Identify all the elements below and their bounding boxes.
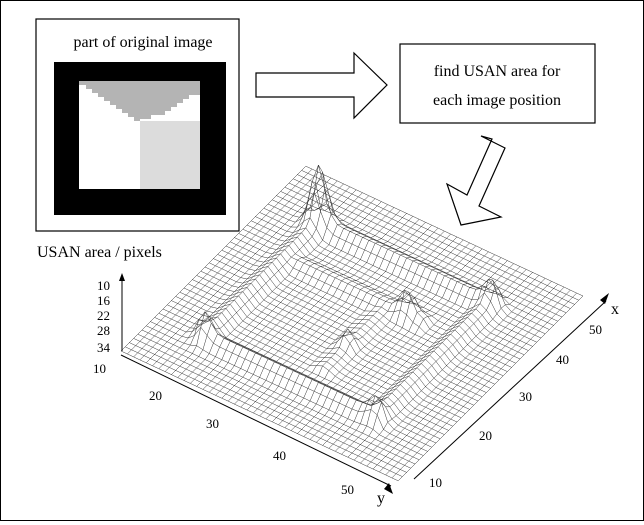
z-tick-label: 10 (97, 278, 110, 293)
surface-wireframe (120, 164, 584, 482)
y-tick-label: 20 (149, 388, 162, 403)
arrow-right-icon (255, 51, 388, 120)
z-tick-label: 34 (97, 340, 111, 355)
x-axis-label: x (611, 301, 619, 318)
x-tick-label: 30 (519, 389, 532, 404)
z-axis-arrow (119, 273, 125, 281)
arrow-down-icon (445, 135, 506, 226)
y-axis-label: y (377, 490, 385, 507)
image-caption: part of original image (73, 34, 212, 51)
x-tick-label: 20 (479, 428, 492, 443)
process-box-border (399, 43, 596, 124)
process-text-line1: find USAN area for (434, 63, 561, 80)
light-gray-face (140, 121, 200, 189)
surface-mesh (120, 164, 584, 482)
x-axis-line (413, 300, 607, 480)
z-tick-label: 22 (97, 308, 110, 323)
z-tick-label: 28 (97, 323, 110, 338)
usan-surface-plot: USAN area / pixels 10 16 22 28 34 10 20 … (37, 164, 619, 507)
x-tick-label: 50 (589, 322, 602, 337)
process-text-line2: each image position (433, 92, 561, 109)
y-axis-arrow (384, 483, 393, 494)
gray-corner-region (79, 81, 200, 121)
y-tick-label: 10 (93, 361, 106, 376)
y-tick-label: 30 (206, 416, 219, 431)
y-tick-label: 40 (273, 448, 286, 463)
x-axis-arrow (600, 293, 609, 304)
z-tick-label: 16 (97, 293, 111, 308)
y-axis-line (120, 354, 392, 487)
x-tick-label: 10 (429, 475, 442, 490)
original-image-panel: part of original image (35, 18, 240, 232)
z-axis-label: USAN area / pixels (37, 244, 162, 261)
x-tick-label: 40 (556, 352, 569, 367)
process-box: find USAN area for each image position (399, 43, 596, 124)
y-tick-label: 50 (341, 482, 354, 497)
